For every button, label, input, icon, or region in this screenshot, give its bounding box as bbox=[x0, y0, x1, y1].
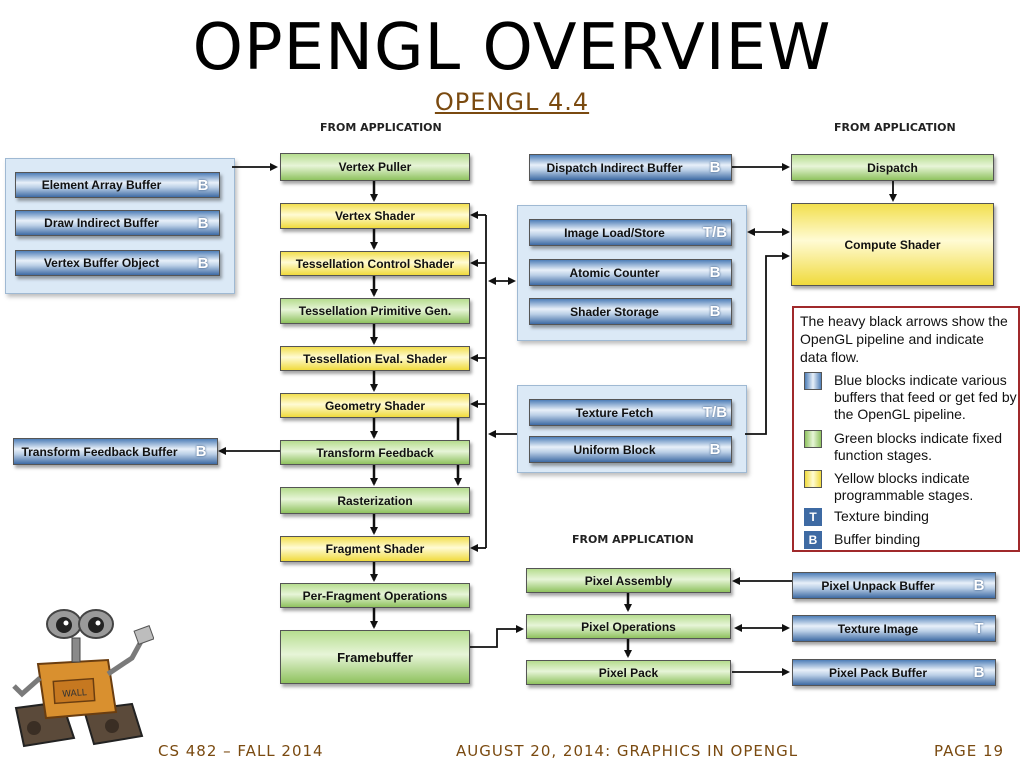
legend-box: The heavy black arrows show the OpenGL p… bbox=[792, 306, 1020, 552]
legend-row-texture: T Texture binding bbox=[804, 508, 1018, 528]
buffer-label: Image Load/Store bbox=[564, 225, 665, 240]
buffer-transform-feedback: Transform Feedback Buffer B bbox=[13, 438, 218, 465]
legend-texture-symbol: T bbox=[804, 508, 822, 526]
buffer-draw-indirect: Draw Indirect Buffer B bbox=[15, 210, 220, 236]
svg-text:WALL: WALL bbox=[62, 688, 87, 700]
stage-tessellation-eval-shader: Tessellation Eval. Shader bbox=[280, 346, 470, 371]
binding-badge: B bbox=[973, 664, 985, 681]
legend-row-yellow: Yellow blocks indicate programmable stag… bbox=[804, 470, 1018, 506]
buffer-label: Pixel Unpack Buffer bbox=[821, 578, 935, 593]
stage-tessellation-primitive-gen: Tessellation Primitive Gen. bbox=[280, 298, 470, 324]
stage-transform-feedback: Transform Feedback bbox=[280, 440, 470, 465]
stage-framebuffer: Framebuffer bbox=[280, 630, 470, 684]
stage-dispatch: Dispatch bbox=[791, 154, 994, 181]
stage-vertex-shader: Vertex Shader bbox=[280, 203, 470, 229]
robot-mascot-icon: WALL bbox=[12, 609, 154, 748]
buffer-uniform-block: Uniform Block B bbox=[529, 436, 732, 463]
from-application-header-pixel: FROM APPLICATION bbox=[572, 533, 694, 546]
buffer-label: Pixel Pack Buffer bbox=[828, 665, 928, 680]
buffer-label: Element Array Buffer bbox=[41, 178, 162, 192]
legend-row-blue: Blue blocks indicate various buffers tha… bbox=[804, 372, 1018, 424]
buffer-texture-fetch: Texture Fetch T/B bbox=[529, 399, 732, 426]
binding-badge: T/B bbox=[702, 224, 728, 241]
stage-vertex-puller: Vertex Puller bbox=[280, 153, 470, 181]
buffer-label: Vertex Buffer Object bbox=[43, 256, 160, 270]
legend-heading: The heavy black arrows show the OpenGL p… bbox=[800, 313, 1008, 365]
buffer-label: Shader Storage bbox=[570, 304, 659, 319]
legend-blue-text: Blue blocks indicate various buffers tha… bbox=[834, 372, 1017, 422]
stage-fragment-shader: Fragment Shader bbox=[280, 536, 470, 562]
buffer-vertex-buffer-object: Vertex Buffer Object B bbox=[15, 250, 220, 276]
stage-pixel-assembly: Pixel Assembly bbox=[526, 568, 731, 593]
buffer-label: Texture Image bbox=[837, 621, 919, 636]
subtitle-link[interactable]: OPENGL 4.4 bbox=[434, 88, 590, 116]
legend-green-text: Green blocks indicate fixed function sta… bbox=[834, 430, 1003, 463]
binding-badge: B bbox=[709, 264, 721, 281]
binding-badge: B bbox=[197, 254, 209, 272]
legend-row-green: Green blocks indicate fixed function sta… bbox=[804, 430, 1018, 466]
buffer-element-array: Element Array Buffer B bbox=[15, 172, 220, 198]
footer-page-number: PAGE 19 bbox=[934, 742, 1005, 760]
legend-row-buffer: B Buffer binding bbox=[804, 531, 1018, 551]
legend-buffer-symbol: B bbox=[804, 531, 822, 549]
slide-title: OPENGL OVERVIEW bbox=[192, 11, 832, 85]
binding-badge: B bbox=[195, 443, 207, 460]
legend-yellow-text: Yellow blocks indicate programmable stag… bbox=[834, 470, 974, 503]
buffer-label: Draw Indirect Buffer bbox=[44, 216, 159, 230]
from-application-header-compute: FROM APPLICATION bbox=[834, 121, 956, 134]
legend-green-swatch bbox=[804, 430, 822, 448]
footer-course: CS 482 – FALL 2014 bbox=[158, 742, 324, 760]
buffer-texture-image: Texture Image T bbox=[792, 615, 996, 642]
buffer-pixel-unpack: Pixel Unpack Buffer B bbox=[792, 572, 996, 599]
stage-tessellation-control-shader: Tessellation Control Shader bbox=[280, 251, 470, 276]
buffer-atomic-counter: Atomic Counter B bbox=[529, 259, 732, 286]
buffer-label: Atomic Counter bbox=[569, 265, 660, 280]
binding-badge: B bbox=[709, 441, 721, 458]
footer-lecture: AUGUST 20, 2014: GRAPHICS IN OPENGL bbox=[456, 742, 799, 760]
buffer-shader-storage: Shader Storage B bbox=[529, 298, 732, 325]
stage-per-fragment-operations: Per-Fragment Operations bbox=[280, 583, 470, 608]
binding-badge: B bbox=[709, 159, 721, 176]
legend-yellow-swatch bbox=[804, 470, 822, 488]
binding-badge: B bbox=[973, 577, 985, 594]
stage-pixel-operations: Pixel Operations bbox=[526, 614, 731, 639]
legend-texture-text: Texture binding bbox=[834, 508, 929, 524]
legend-blue-swatch bbox=[804, 372, 822, 390]
buffer-label: Uniform Block bbox=[573, 442, 656, 457]
stage-geometry-shader: Geometry Shader bbox=[280, 393, 470, 418]
binding-badge: T/B bbox=[702, 404, 728, 421]
buffer-pixel-pack: Pixel Pack Buffer B bbox=[792, 659, 996, 686]
binding-badge: B bbox=[709, 303, 721, 320]
buffer-label: Dispatch Indirect Buffer bbox=[546, 160, 683, 175]
buffer-label: Texture Fetch bbox=[575, 405, 654, 420]
stage-rasterization: Rasterization bbox=[280, 487, 470, 514]
buffer-image-load-store: Image Load/Store T/B bbox=[529, 219, 732, 246]
buffer-label: Transform Feedback Buffer bbox=[21, 444, 178, 459]
buffer-dispatch-indirect: Dispatch Indirect Buffer B bbox=[529, 154, 732, 181]
binding-badge: B bbox=[197, 214, 209, 232]
binding-badge: T bbox=[974, 620, 984, 637]
legend-buffer-text: Buffer binding bbox=[834, 531, 921, 547]
stage-pixel-pack: Pixel Pack bbox=[526, 660, 731, 685]
binding-badge: B bbox=[197, 176, 209, 194]
from-application-header-pipeline: FROM APPLICATION bbox=[320, 121, 442, 134]
stage-compute-shader: Compute Shader bbox=[791, 203, 994, 286]
